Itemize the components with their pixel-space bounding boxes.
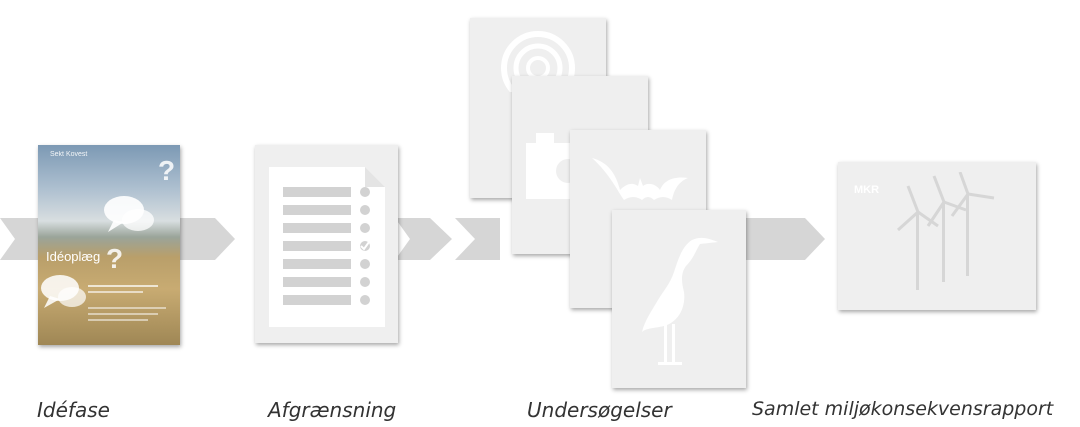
bat-icon <box>592 158 688 200</box>
ideoplaeg-cover: Sekt Kovest ? Idéoplæg ? <box>38 145 180 345</box>
flow-arrow-5 <box>745 218 825 260</box>
heron-icon <box>642 237 718 365</box>
cover-title: Idéoplæg <box>46 249 101 264</box>
wind-turbines-icon <box>896 172 995 290</box>
speech-bubble-icon <box>104 196 154 232</box>
cover-logo: Sekt Kovest <box>50 151 88 158</box>
mkr-label: MKR <box>854 184 880 196</box>
checklist-card <box>255 145 398 343</box>
stage-label-idefase: Idéfase <box>37 398 110 422</box>
flow-arrow-2 <box>180 218 235 260</box>
question-mark-icon: ? <box>158 155 176 186</box>
mkr-card: MKR <box>838 162 1036 310</box>
heron-card <box>612 210 746 388</box>
stage-label-samlet-mkr: Samlet miljøkonsekvensrapport <box>752 398 1054 420</box>
stage-label-undersoegelser: Undersøgelser <box>527 398 672 422</box>
question-mark-icon: ? <box>106 243 124 274</box>
speech-bubble-icon <box>41 275 86 308</box>
cover-text-lines <box>88 285 168 321</box>
flow-arrow-4 <box>455 218 500 260</box>
stage-label-afgraensning: Afgrænsning <box>268 398 397 422</box>
flow-arrow-3 <box>395 218 452 260</box>
checklist-icon <box>269 167 385 327</box>
